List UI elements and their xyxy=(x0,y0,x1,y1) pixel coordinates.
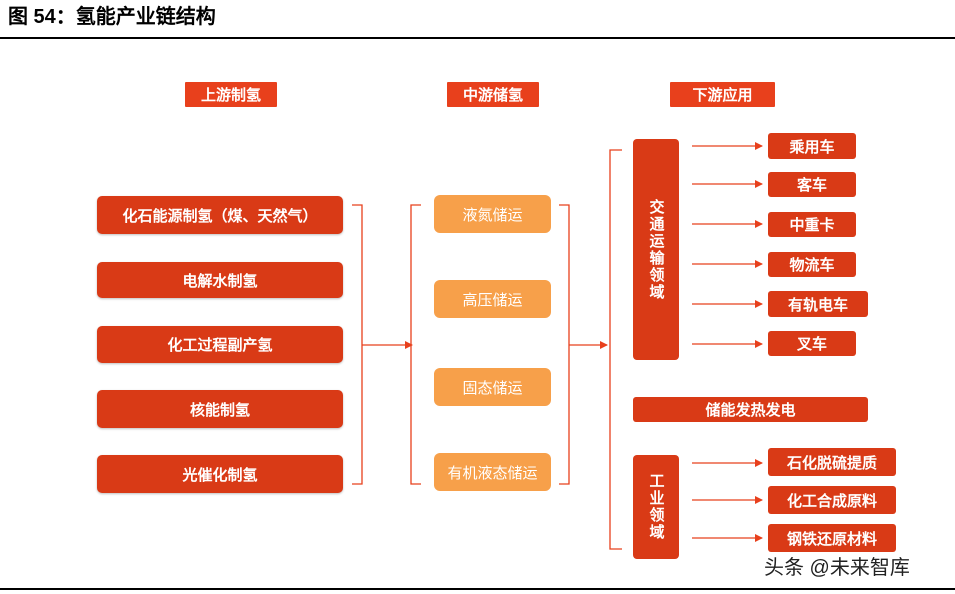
industry-domain-label: 工业领域 xyxy=(647,473,665,541)
downstream-power-generation: 储能发热发电 xyxy=(633,397,868,422)
midstream-solid: 固态储运 xyxy=(434,368,551,406)
watermark: 头条 @未来智库 xyxy=(764,557,910,579)
upstream-byproduct: 化工过程副产氢 xyxy=(97,326,343,363)
top-rule xyxy=(0,37,955,39)
header-midstream: 中游储氢 xyxy=(447,82,539,107)
header-downstream: 下游应用 xyxy=(670,82,775,107)
transport-item-forklift: 叉车 xyxy=(768,331,856,356)
transport-arrows xyxy=(692,142,763,348)
transport-item-heavy-truck: 中重卡 xyxy=(768,212,856,237)
downstream-transport-domain: 交通运输领域 xyxy=(633,139,679,360)
upstream-electrolysis: 电解水制氢 xyxy=(97,262,343,298)
transport-item-logistics-vehicle: 物流车 xyxy=(768,252,856,277)
midstream-liquid: 液氮储运 xyxy=(434,195,551,233)
transport-domain-label: 交通运输领域 xyxy=(647,198,665,301)
midstream-organic-liquid: 有机液态储运 xyxy=(434,453,551,491)
industry-arrows xyxy=(692,459,763,542)
figure-title: 图 54：氢能产业链结构 xyxy=(8,6,216,28)
header-upstream: 上游制氢 xyxy=(185,82,277,107)
upstream-nuclear: 核能制氢 xyxy=(97,390,343,428)
downstream-industry-domain: 工业领域 xyxy=(633,455,679,559)
transport-item-tram: 有轨电车 xyxy=(768,291,868,317)
midstream-high-pressure: 高压储运 xyxy=(434,280,551,318)
industry-item-chemical-feedstock: 化工合成原料 xyxy=(768,486,896,514)
industry-item-steel-reduction: 钢铁还原材料 xyxy=(768,524,896,552)
transport-item-bus: 客车 xyxy=(768,172,856,197)
upstream-fossil: 化石能源制氢（煤、天然气） xyxy=(97,196,343,234)
downstream-bracket xyxy=(609,149,622,550)
industry-item-petrochemical: 石化脱硫提质 xyxy=(768,448,896,476)
transport-item-passenger-car: 乘用车 xyxy=(768,133,856,159)
bottom-rule xyxy=(0,588,955,590)
upstream-bracket xyxy=(352,204,413,485)
upstream-photocatalytic: 光催化制氢 xyxy=(97,455,343,493)
midstream-brackets xyxy=(410,204,608,485)
